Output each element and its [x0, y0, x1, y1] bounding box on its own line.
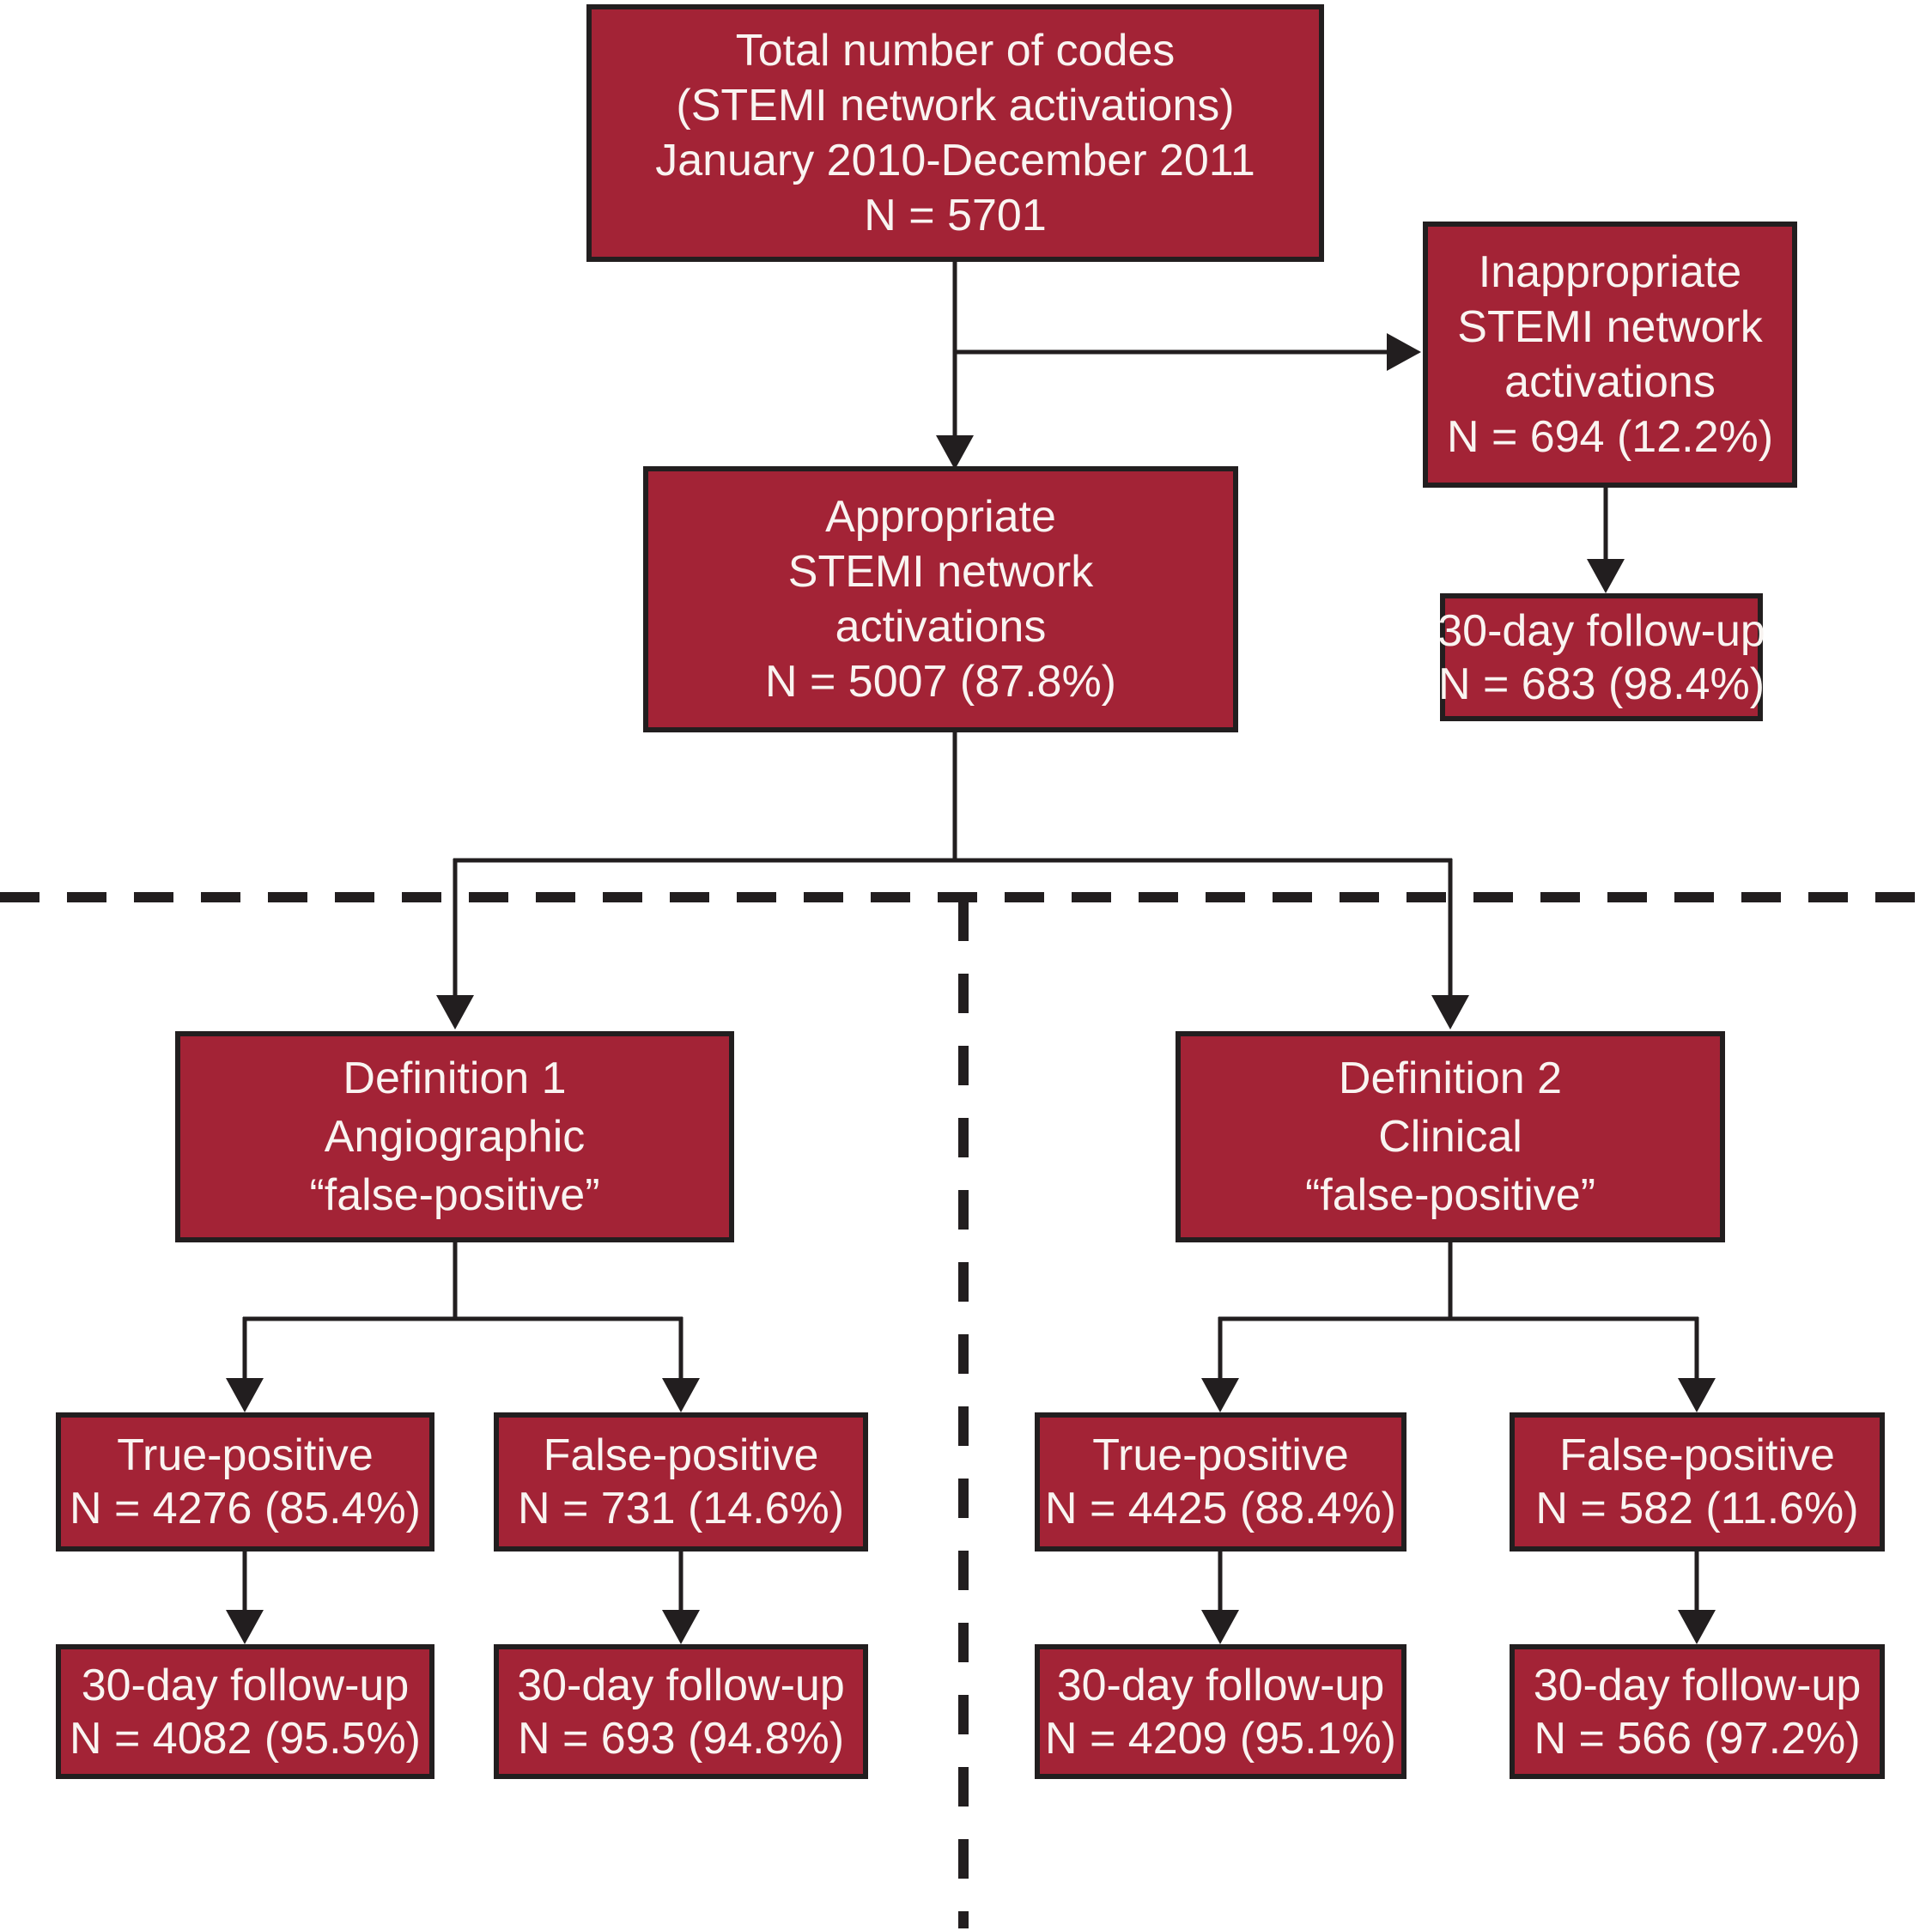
arrowhead-appropriate — [936, 435, 974, 470]
box-line: False-positive — [1559, 1430, 1835, 1480]
box-line: January 2010-December 2011 — [655, 136, 1255, 185]
arrowhead-definition2 — [1431, 995, 1469, 1029]
def1-fp-followup-box: 30-day follow-up N = 693 (94.8%) — [494, 1644, 868, 1779]
def2-true-positive-box: True-positive N = 4425 (88.4%) — [1035, 1412, 1406, 1551]
box-line: N = 4209 (95.1%) — [1044, 1713, 1397, 1764]
box-line: True-positive — [1092, 1430, 1349, 1480]
box-line: N = 5701 — [864, 191, 1047, 240]
arrowhead-d1-fp-followup — [662, 1610, 700, 1644]
arrowhead-inappropriate — [1387, 333, 1421, 371]
def2-tp-followup-box: 30-day follow-up N = 4209 (95.1%) — [1035, 1644, 1406, 1779]
box-line: activations — [835, 602, 1047, 652]
box-line: N = 4276 (85.4%) — [69, 1484, 422, 1533]
box-line: 30-day follow-up — [1437, 605, 1765, 656]
arrowhead-d2-tp — [1201, 1378, 1239, 1412]
box-line: Appropriate — [825, 492, 1056, 542]
appropriate-activations-box: Appropriate STEMI network activations N … — [643, 466, 1238, 732]
box-line: 30-day follow-up — [1056, 1660, 1385, 1710]
arrowhead-d2-tp-followup — [1201, 1610, 1239, 1644]
arrowhead-d2-fp-followup — [1678, 1610, 1716, 1644]
box-line: True-positive — [117, 1430, 374, 1480]
arrowhead-d1-fp — [662, 1378, 700, 1412]
box-line: Total number of codes — [735, 26, 1176, 76]
box-line: “false-positive” — [309, 1170, 600, 1220]
box-line: Definition 2 — [1338, 1054, 1563, 1103]
box-line: STEMI network — [1457, 302, 1763, 352]
box-line: Definition 1 — [343, 1054, 567, 1103]
total-codes-box: Total number of codes (STEMI network act… — [586, 4, 1324, 262]
box-line: N = 693 (94.8%) — [517, 1713, 845, 1764]
box-line: activations — [1504, 357, 1716, 407]
definition1-angiographic-box: Definition 1 Angiographic “false-positiv… — [175, 1031, 734, 1242]
box-line: N = 731 (14.6%) — [517, 1484, 845, 1533]
arrowhead-d1-tp — [226, 1378, 264, 1412]
arrowhead-d1-tp-followup — [226, 1610, 264, 1644]
box-line: 30-day follow-up — [1533, 1660, 1862, 1710]
box-line: N = 683 (98.4%) — [1437, 659, 1765, 709]
def2-false-positive-box: False-positive N = 582 (11.6%) — [1510, 1412, 1885, 1551]
def2-fp-followup-box: 30-day follow-up N = 566 (97.2%) — [1510, 1644, 1885, 1779]
def1-false-positive-box: False-positive N = 731 (14.6%) — [494, 1412, 868, 1551]
box-line: Angiographic — [324, 1112, 586, 1162]
arrowhead-definition1 — [436, 995, 474, 1029]
box-line: N = 566 (97.2%) — [1534, 1713, 1861, 1764]
def1-tp-followup-box: 30-day follow-up N = 4082 (95.5%) — [56, 1644, 434, 1779]
box-line: 30-day follow-up — [81, 1660, 410, 1710]
box-line: Inappropriate — [1478, 247, 1742, 297]
box-line: N = 582 (11.6%) — [1535, 1484, 1859, 1533]
box-line: STEMI network — [787, 547, 1094, 597]
inappropriate-activations-box: Inappropriate STEMI network activations … — [1423, 222, 1797, 488]
box-line: False-positive — [543, 1430, 819, 1480]
box-line: N = 694 (12.2%) — [1446, 412, 1774, 462]
arrowhead-d2-fp — [1678, 1378, 1716, 1412]
inappropriate-followup-box: 30-day follow-up N = 683 (98.4%) — [1437, 593, 1765, 721]
box-line: (STEMI network activations) — [676, 81, 1235, 131]
arrowhead-inappropriate-followup — [1587, 559, 1625, 593]
definition2-clinical-box: Definition 2 Clinical “false-positive” — [1176, 1031, 1725, 1242]
box-line: N = 4425 (88.4%) — [1044, 1484, 1397, 1533]
def1-true-positive-box: True-positive N = 4276 (85.4%) — [56, 1412, 434, 1551]
box-line: “false-positive” — [1304, 1170, 1596, 1220]
box-line: 30-day follow-up — [517, 1660, 845, 1710]
box-line: N = 4082 (95.5%) — [69, 1713, 422, 1764]
box-line: N = 5007 (87.8%) — [764, 657, 1117, 707]
box-line: Clinical — [1378, 1112, 1522, 1162]
